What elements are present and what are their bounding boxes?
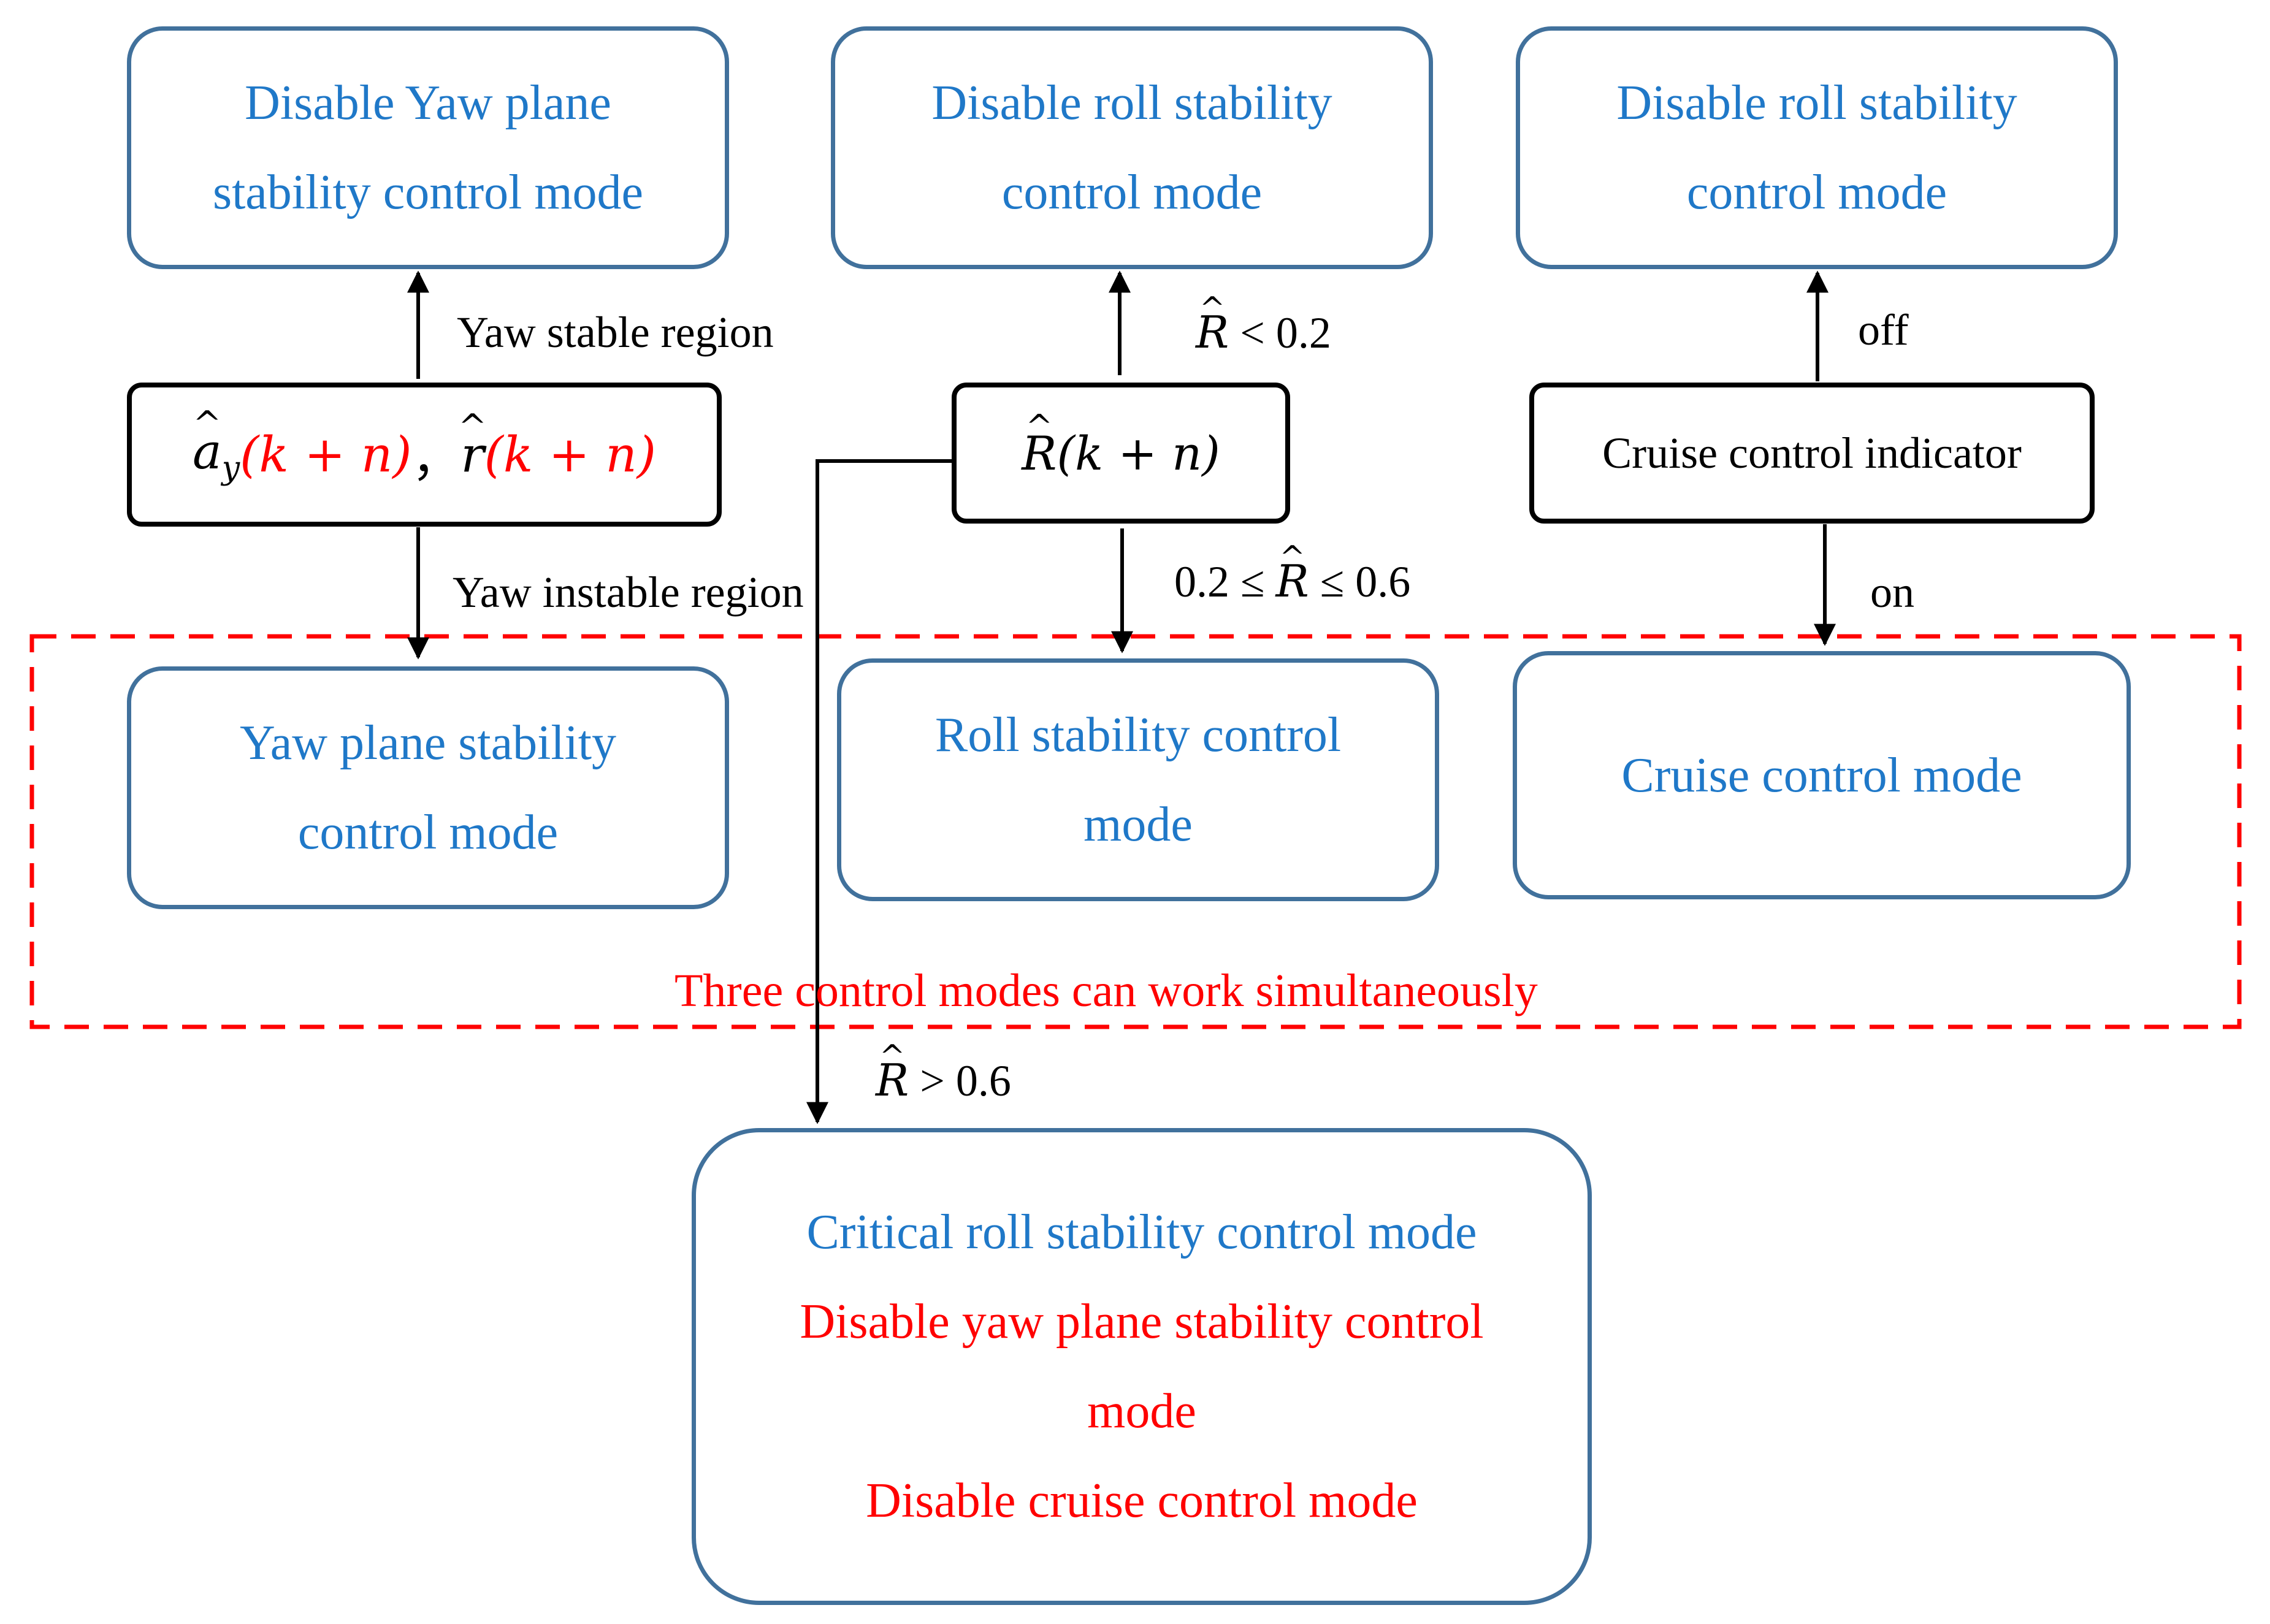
box-line: stability control mode xyxy=(212,166,644,219)
disable-cruise-line: Disable cruise control mode xyxy=(866,1474,1418,1528)
r-high-label: R > 0.6 xyxy=(876,1058,1011,1103)
box-line: mode xyxy=(1083,798,1193,852)
box-line: control mode xyxy=(297,806,559,860)
off-label: off xyxy=(1858,305,1909,354)
separator: ， xyxy=(411,432,461,487)
yaw-rate-symbol: r xyxy=(460,426,484,483)
rollover-index-symbol: R xyxy=(1022,426,1057,481)
disable-roll-box-middle: Disable roll stability control mode xyxy=(831,26,1433,269)
critical-mode-line: Critical roll stability control mode xyxy=(806,1205,1477,1259)
simultaneous-group-frame xyxy=(29,634,2242,1029)
box-line: control mode xyxy=(1001,166,1263,219)
lateral-accel-symbol: ay xyxy=(193,423,240,487)
critical-roll-stability-box: Critical roll stability control mode Dis… xyxy=(692,1128,1592,1605)
on-label: on xyxy=(1870,568,1914,617)
cruise-indicator-label: Cruise control indicator xyxy=(1602,428,2022,478)
yaw-plane-stability-mode-box: Yaw plane stability control mode xyxy=(127,666,729,909)
cruise-control-mode-box: Cruise control mode xyxy=(1513,651,2131,899)
disable-yaw-plane-box: Disable Yaw plane stability control mode xyxy=(127,26,729,269)
disable-yaw-line: Disable yaw plane stability control xyxy=(800,1295,1484,1349)
roll-stability-mode-box: Roll stability control mode xyxy=(837,658,1439,901)
disable-roll-box-right: Disable roll stability control mode xyxy=(1516,26,2118,269)
cruise-control-indicator: Cruise control indicator xyxy=(1529,383,2095,524)
rollover-index-input: R (k + n) xyxy=(952,383,1290,524)
box-line: Cruise control mode xyxy=(1621,748,2022,802)
r-low-label: R < 0.2 xyxy=(1196,310,1331,355)
box-line: control mode xyxy=(1686,166,1947,219)
r-mid-label: 0.2 ≤ R ≤ 0.6 xyxy=(1174,559,1410,604)
box-line: Disable Yaw plane xyxy=(245,76,611,130)
group-note: Three control modes can work simultaneou… xyxy=(675,965,1538,1016)
yaw-instable-label: Yaw instable region xyxy=(453,568,804,617)
box-line: Disable roll stability xyxy=(1616,76,2017,130)
disable-yaw-line-cont: mode xyxy=(1087,1384,1196,1438)
box-line: Yaw plane stability xyxy=(239,716,617,770)
box-line: Roll stability control xyxy=(934,708,1342,762)
yaw-stable-label: Yaw stable region xyxy=(457,308,774,357)
yaw-prediction-input: ay (k + n) ， r (k + n) xyxy=(127,383,722,527)
arrow-r-high xyxy=(806,459,952,1124)
rollover-index-argument: (k + n) xyxy=(1057,425,1220,481)
lateral-accel-argument: (k + n) xyxy=(240,426,412,483)
yaw-rate-argument: (k + n) xyxy=(484,426,656,483)
box-line: Disable roll stability xyxy=(931,76,1332,130)
